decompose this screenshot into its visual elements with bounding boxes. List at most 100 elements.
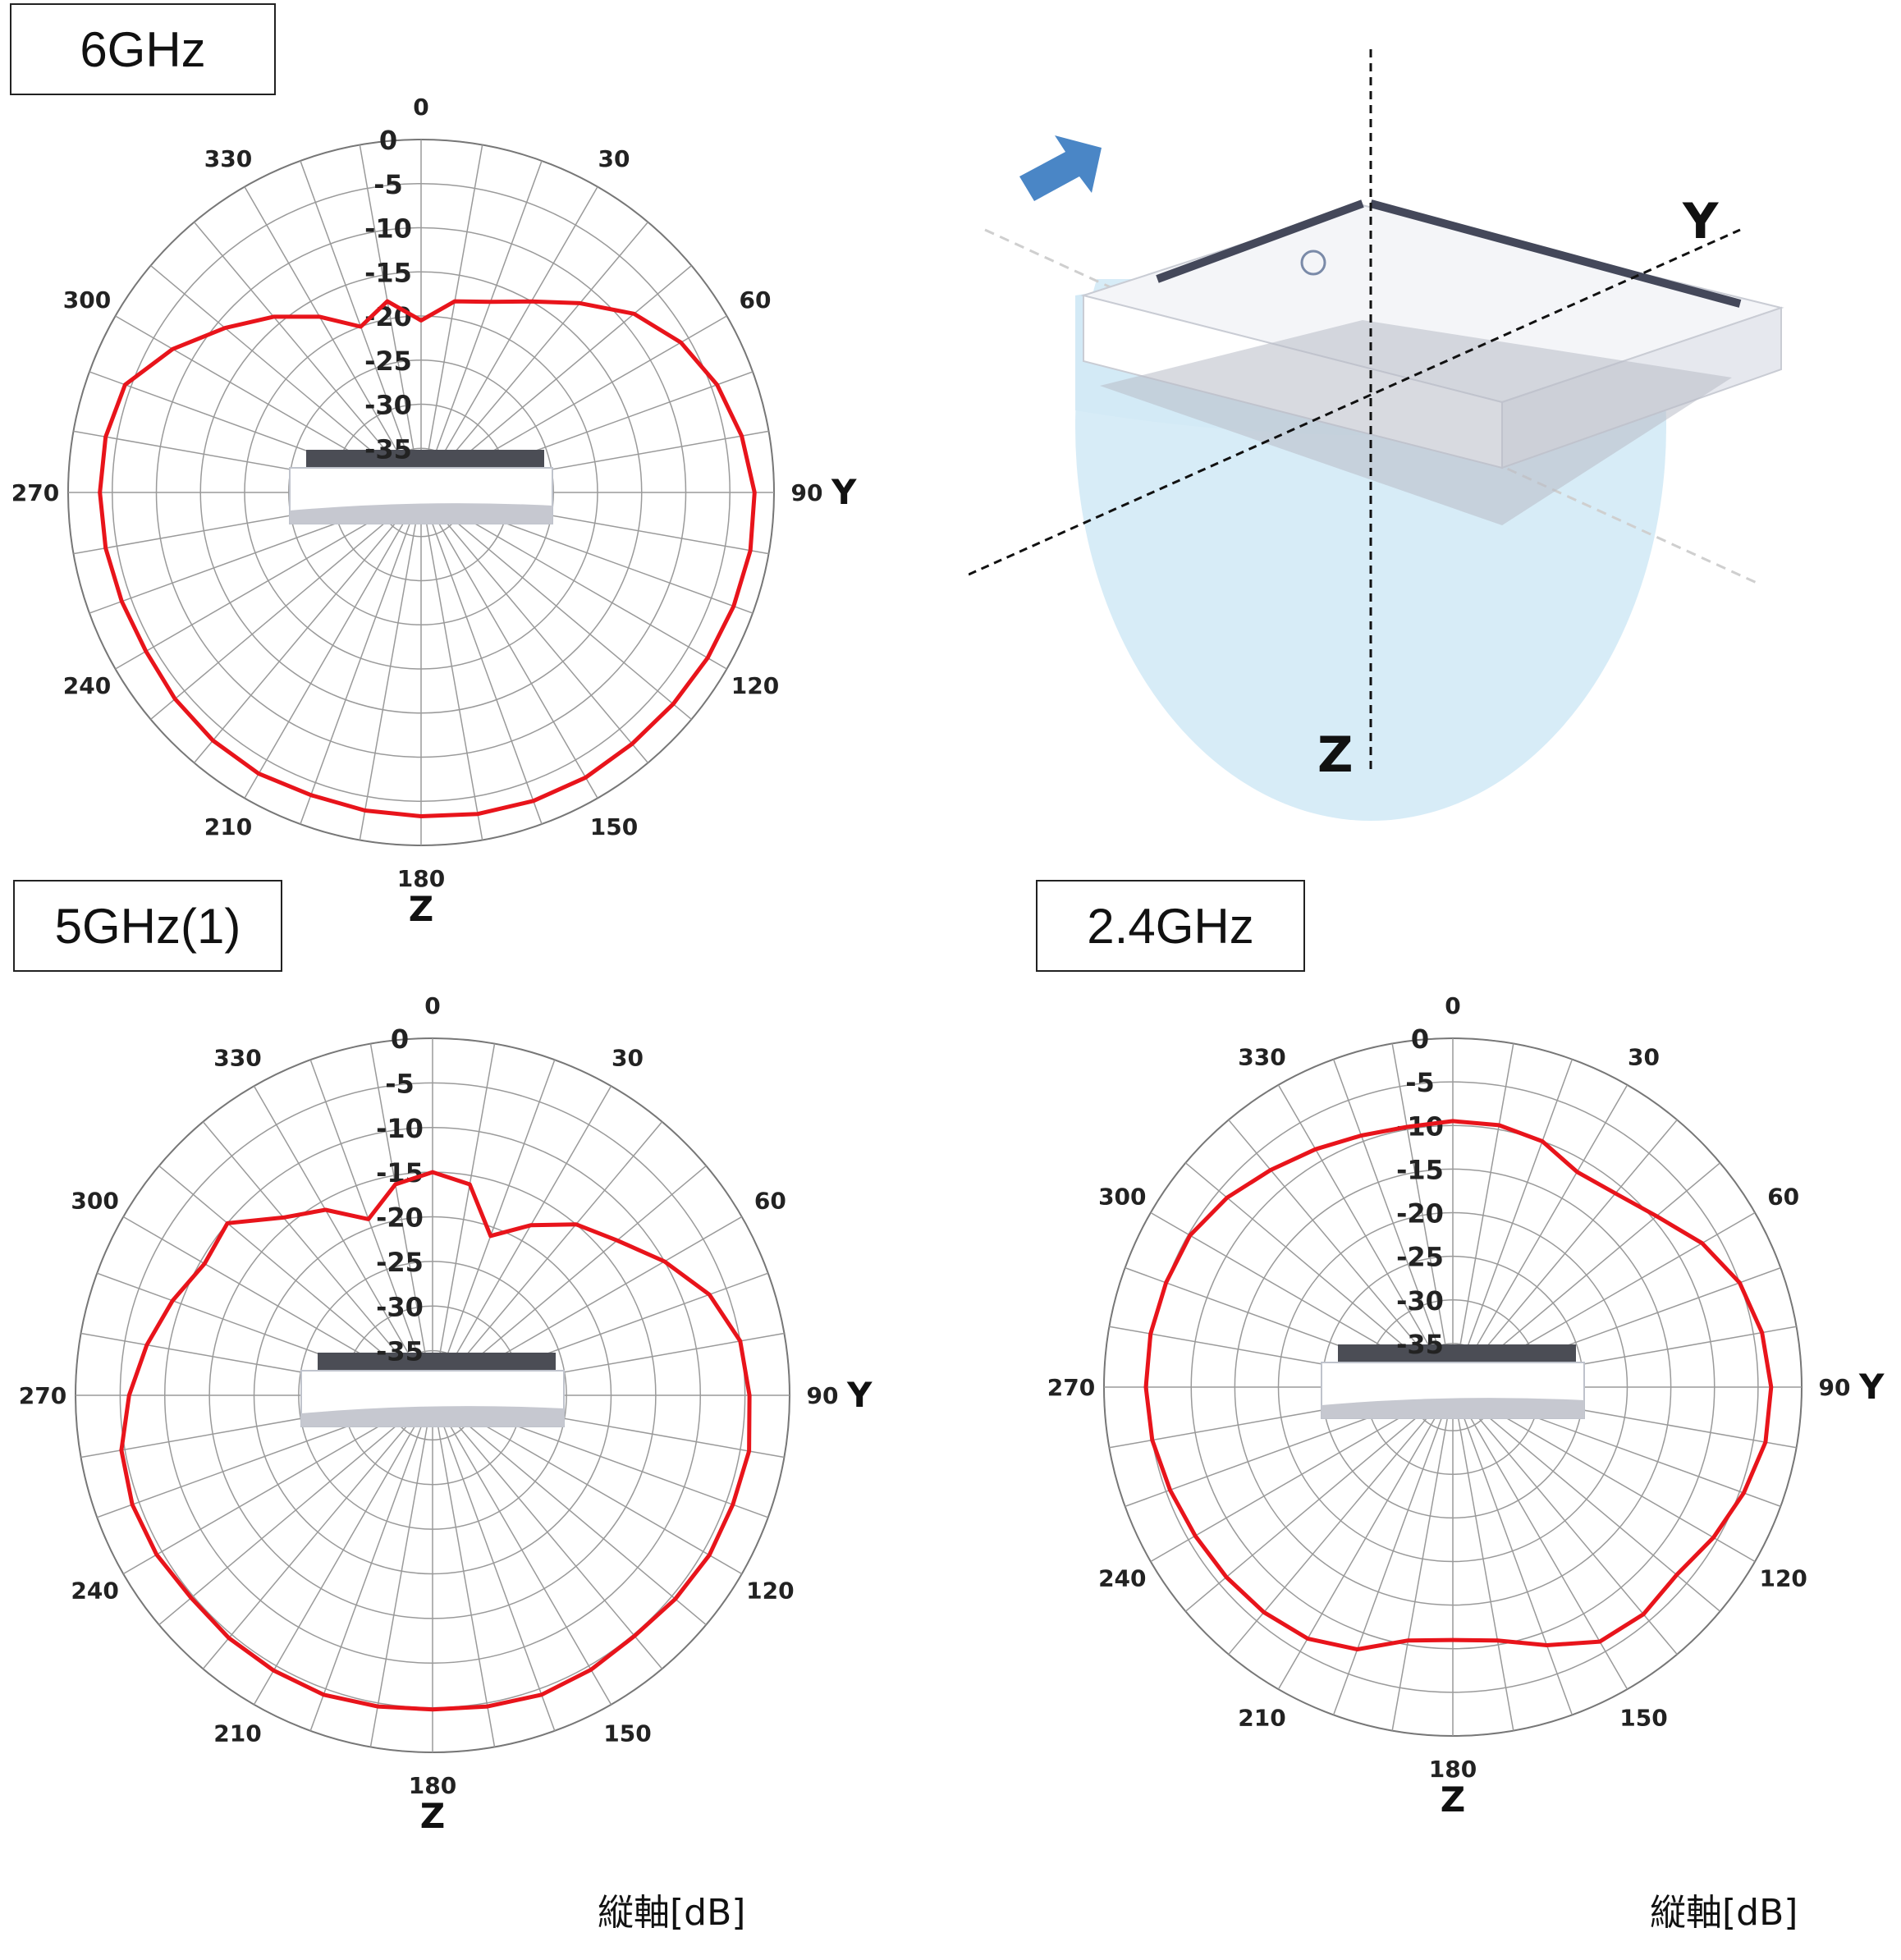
- angle-label: 150: [590, 813, 638, 840]
- radial-label: -25: [1396, 1242, 1444, 1273]
- angle-label: 150: [603, 1720, 651, 1747]
- grid-spoke: [432, 1121, 663, 1396]
- radial-label: -10: [364, 213, 412, 245]
- radial-label: -5: [1405, 1067, 1435, 1098]
- grid-spoke: [1332, 1059, 1454, 1388]
- angle-label: 300: [71, 1188, 118, 1215]
- grid-spoke: [432, 1394, 496, 1747]
- grid-spoke: [1452, 1386, 1573, 1715]
- grid-spoke: [1452, 1084, 1628, 1388]
- angle-label: 120: [731, 672, 779, 699]
- access-point-device: [1080, 199, 1784, 525]
- grid-spoke: [253, 1394, 433, 1706]
- chart-title-text: 6GHz: [80, 21, 206, 77]
- grid-spoke: [1452, 1386, 1514, 1731]
- angle-label: 150: [1619, 1705, 1667, 1732]
- grid-spoke: [194, 222, 422, 493]
- angle-label: 0: [413, 94, 428, 121]
- grid-spoke: [359, 144, 422, 493]
- radial-label: -30: [1396, 1285, 1444, 1317]
- grid-spoke: [432, 1394, 707, 1626]
- grid-spoke: [420, 144, 483, 493]
- pattern-trace: [119, 1170, 752, 1712]
- radial-label: -5: [385, 1068, 415, 1099]
- radial-label: -5: [373, 169, 403, 200]
- z-axis-label: Z: [1317, 726, 1354, 784]
- y-axis-line: [969, 228, 1741, 576]
- polar-chart-6ghz: 0306090120150180210240270300330YZ0-5-10-…: [11, 94, 857, 929]
- polar-chart-2-4ghz: 0306090120150180210240270300330YZ0-5-10-…: [1047, 992, 1885, 1820]
- grid-spoke: [1184, 1386, 1454, 1612]
- grid-spoke: [420, 492, 598, 799]
- axis-label-z: Z: [409, 889, 433, 929]
- angle-label: 330: [1238, 1043, 1285, 1070]
- grid-spoke: [202, 1394, 433, 1669]
- angle-label: 30: [598, 145, 630, 172]
- chart-title-5ghz: 5GHz(1): [13, 880, 282, 972]
- device-icon: [300, 1353, 565, 1427]
- grid-spoke: [420, 186, 598, 493]
- grid-spoke: [1228, 1386, 1454, 1655]
- grid-spoke: [309, 1059, 433, 1396]
- grid-spoke: [1452, 1119, 1678, 1388]
- angle-label: 90: [791, 479, 823, 506]
- radial-label: -15: [364, 257, 412, 288]
- grid-spoke: [420, 222, 648, 493]
- chart-title-text: 5GHz(1): [54, 898, 241, 954]
- angle-label: 270: [1047, 1374, 1095, 1401]
- chart-title-6ghz: 6GHz: [10, 3, 276, 95]
- grid-spoke: [420, 492, 692, 720]
- radial-label: -20: [376, 1202, 424, 1234]
- view-direction-arrow-icon: [1019, 135, 1102, 201]
- angle-label: 270: [19, 1382, 66, 1409]
- angle-label: 330: [213, 1045, 261, 1072]
- angle-label: 90: [1819, 1374, 1851, 1401]
- grid-spoke: [1332, 1386, 1454, 1715]
- radial-label: -15: [1396, 1154, 1444, 1185]
- angle-label: 180: [1429, 1756, 1477, 1783]
- angle-label: 60: [740, 286, 772, 314]
- radial-label: -25: [376, 1247, 424, 1278]
- angle-label: 240: [63, 672, 111, 699]
- grid-spoke: [432, 1394, 612, 1706]
- x-axis-line: [984, 228, 1757, 584]
- grid-spoke: [369, 1394, 433, 1747]
- y-axis-label: Y: [1682, 193, 1720, 250]
- angle-label: 60: [754, 1188, 786, 1215]
- orientation-diagram: Y Z: [969, 33, 1789, 821]
- axis-label-y: Y: [1858, 1367, 1885, 1407]
- grid-spoke: [150, 492, 422, 720]
- angle-label: 0: [1445, 992, 1460, 1019]
- grid-spoke: [432, 1394, 663, 1669]
- angle-label: 210: [213, 1720, 261, 1747]
- unit-label-left: 縦軸[dB]: [598, 1892, 746, 1934]
- angle-label: 240: [71, 1578, 118, 1605]
- angle-label: 120: [746, 1578, 794, 1605]
- axis-label-z: Z: [420, 1796, 445, 1836]
- grid-spoke: [244, 492, 422, 799]
- radial-label: -35: [364, 433, 412, 465]
- grid-spoke: [420, 492, 543, 825]
- grid-spoke: [359, 492, 422, 840]
- angle-label: 30: [1628, 1043, 1660, 1070]
- angle-label: 300: [63, 286, 111, 314]
- grid-spoke: [420, 160, 543, 493]
- grid-spoke: [194, 492, 422, 763]
- grid-spoke: [1452, 1386, 1628, 1690]
- grid-spoke: [1391, 1043, 1454, 1388]
- angle-label: 90: [807, 1382, 839, 1409]
- device-icon: [1321, 1344, 1585, 1419]
- radial-label: -25: [364, 346, 412, 377]
- grid-spoke: [158, 1394, 433, 1626]
- chart-title-text: 2.4GHz: [1087, 898, 1254, 954]
- angle-label: 180: [397, 865, 445, 892]
- angle-label: 300: [1098, 1184, 1146, 1211]
- grid-spoke: [1452, 1043, 1514, 1388]
- grid-spoke: [1391, 1386, 1454, 1731]
- grid-spoke: [1228, 1119, 1454, 1388]
- grid-spoke: [202, 1121, 433, 1396]
- polar-chart-5ghz: 0306090120150180210240270300330YZ0-5-10-…: [19, 992, 873, 1836]
- angle-label: 180: [409, 1772, 456, 1799]
- grid-spoke: [420, 492, 483, 840]
- grid-spoke: [1452, 1386, 1678, 1655]
